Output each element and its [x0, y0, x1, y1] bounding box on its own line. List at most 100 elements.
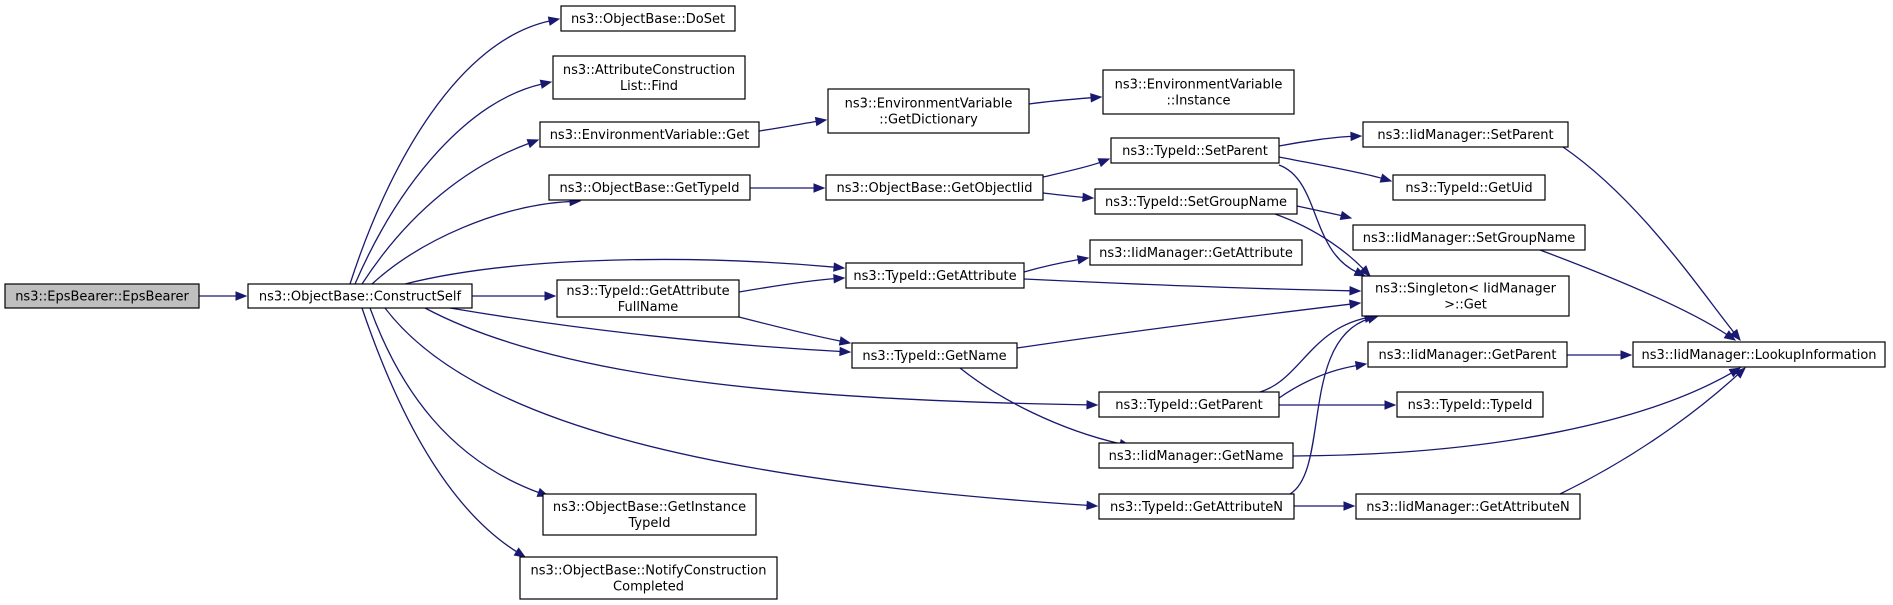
node-singleton[interactable]: ns3::Singleton< IidManager >::Get: [1361, 275, 1570, 317]
node-construct[interactable]: ns3::ObjectBase::ConstructSelf: [247, 283, 473, 309]
edge-line: [734, 315, 842, 342]
node-label: >::Get: [1444, 298, 1487, 313]
edge-line: [361, 307, 518, 553]
edge-line: [424, 307, 1089, 406]
edge-line: [371, 200, 572, 285]
node-getattr[interactable]: ns3::TypeId::GetAttribute: [845, 262, 1025, 289]
edge-line: [1278, 164, 1358, 273]
node-iidsetgroup[interactable]: ns3::IidManager::SetGroupName: [1352, 224, 1586, 251]
node-box: [560, 5, 736, 32]
node-lookup[interactable]: ns3::IidManager::LookupInformation: [1632, 341, 1886, 368]
node-box: [1392, 174, 1546, 201]
edge-arrowhead: [1350, 131, 1363, 142]
edge-iidgetattrn-to-lookup: [1559, 367, 1746, 495]
node-box: [1094, 188, 1298, 215]
node-box: [1102, 69, 1295, 115]
node-getattrn[interactable]: ns3::TypeId::GetAttributeN: [1098, 493, 1295, 520]
edge-arrowhead: [1086, 500, 1099, 511]
node-label: ns3::TypeId::SetGroupName: [1105, 195, 1287, 210]
node-box: [519, 556, 778, 600]
edge-line: [349, 20, 551, 285]
node-label: ns3::ObjectBase::GetTypeId: [560, 181, 740, 196]
node-iidgetattrn[interactable]: ns3::IidManager::GetAttributeN: [1355, 493, 1581, 520]
edge-arrowhead: [1620, 350, 1633, 360]
edge-arrowhead: [526, 139, 540, 149]
node-label: ns3::IidManager::SetGroupName: [1363, 231, 1576, 246]
edge-arrowhead: [544, 291, 557, 301]
node-eps: ns3::EpsBearer::EpsBearer: [4, 283, 200, 309]
node-box: [1110, 137, 1280, 164]
node-setgroup[interactable]: ns3::TypeId::SetGroupName: [1094, 188, 1298, 215]
node-box: [1352, 224, 1586, 251]
node-box: [851, 342, 1018, 369]
edge-getobjiid-to-setgroup: [1042, 192, 1095, 203]
edge-arrowhead: [539, 79, 553, 89]
node-label: ns3::TypeId::GetName: [862, 349, 1006, 364]
edge-line: [959, 367, 1122, 445]
node-gettypeid[interactable]: ns3::ObjectBase::GetTypeId: [548, 174, 751, 201]
edge-line: [1289, 318, 1370, 495]
node-iidgetparent[interactable]: ns3::IidManager::GetParent: [1367, 341, 1568, 368]
node-notify[interactable]: ns3::ObjectBase::NotifyConstructionCompl…: [519, 556, 778, 600]
edge-arrowhead: [235, 291, 248, 301]
edge-setparent-to-getuid: [1278, 156, 1393, 183]
node-doset[interactable]: ns3::ObjectBase::DoSet: [560, 5, 736, 32]
edge-line: [1559, 373, 1739, 495]
node-getuid[interactable]: ns3::TypeId::GetUid: [1392, 174, 1546, 201]
edge-attrfull-to-getname: [734, 315, 852, 346]
node-iidgetname[interactable]: ns3::IidManager::GetName: [1098, 442, 1294, 469]
edge-line: [1274, 213, 1365, 270]
node-label: ns3::ObjectBase::GetObjectIid: [836, 181, 1032, 196]
node-iidsetparent[interactable]: ns3::IidManager::SetParent: [1362, 121, 1569, 148]
node-typeid[interactable]: ns3::TypeId::TypeId: [1396, 391, 1544, 418]
node-label: TypeId: [628, 516, 671, 531]
node-label: ns3::IidManager::GetParent: [1378, 348, 1556, 363]
node-label: ns3::EnvironmentVariable::Get: [550, 128, 750, 143]
edge-line: [369, 307, 540, 494]
node-envinst[interactable]: ns3::EnvironmentVariable::Instance: [1102, 69, 1295, 115]
edge-construct-to-getattrn: [384, 307, 1099, 511]
node-box: [1098, 391, 1280, 418]
edge-getattrn-to-iidgetattrn: [1294, 501, 1356, 511]
node-box: [556, 279, 740, 318]
node-label: ns3::TypeId::SetParent: [1122, 144, 1268, 159]
node-box: [1362, 121, 1569, 148]
edge-construct-to-getattr: [404, 258, 846, 285]
edge-iidsetparent-to-lookup: [1562, 146, 1741, 342]
node-getname[interactable]: ns3::TypeId::GetName: [851, 342, 1018, 369]
edge-getobjiid-to-setparent: [1042, 158, 1111, 178]
edge-arrowhead: [1384, 400, 1397, 410]
node-label: ns3::AttributeConstruction: [563, 63, 735, 78]
node-box: [1089, 239, 1303, 266]
node-box: [1361, 275, 1570, 317]
edge-arrowhead: [1359, 265, 1371, 277]
edge-gettypeid-to-getobjiid: [750, 183, 826, 193]
edge-arrowhead: [833, 273, 846, 284]
edge-getparent-to-iidgetparent: [1278, 361, 1368, 399]
edge-arrowhead: [1339, 210, 1353, 221]
edge-line: [1278, 156, 1383, 180]
edge-line: [1562, 146, 1735, 334]
edge-setgroup-to-singleton: [1274, 213, 1371, 277]
node-envget[interactable]: ns3::EnvironmentVariable::Get: [539, 121, 760, 148]
node-label: Completed: [613, 580, 684, 595]
node-setparent[interactable]: ns3::TypeId::SetParent: [1110, 137, 1280, 164]
edge-construct-to-notify: [361, 307, 527, 558]
node-iidgetattr[interactable]: ns3::IidManager::GetAttribute: [1089, 239, 1303, 266]
node-envdict[interactable]: ns3::EnvironmentVariable::GetDictionary: [827, 88, 1030, 134]
edge-getname-to-singleton: [1016, 299, 1362, 349]
node-label: ns3::IidManager::GetAttribute: [1099, 246, 1293, 261]
node-label: ::Instance: [1166, 94, 1230, 109]
edge-line: [1016, 303, 1352, 349]
node-box: [1632, 341, 1886, 368]
node-label: ns3::TypeId::GetUid: [1405, 181, 1532, 196]
edge-setgroup-to-iidsetgroup: [1296, 205, 1353, 221]
node-getparent[interactable]: ns3::TypeId::GetParent: [1098, 391, 1280, 418]
edge-construct-to-attrfull: [472, 291, 557, 301]
node-getobjiid[interactable]: ns3::ObjectBase::GetObjectIid: [825, 174, 1044, 201]
node-label: FullName: [618, 300, 679, 315]
